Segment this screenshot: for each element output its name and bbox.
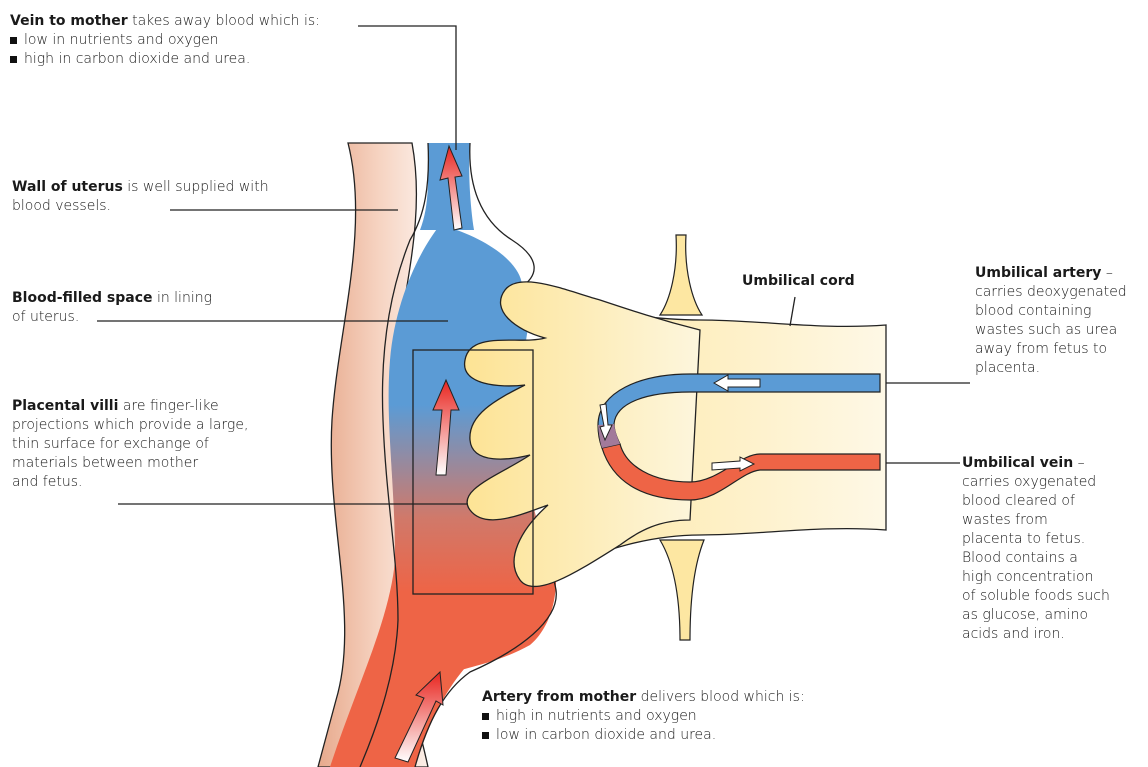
umbilical-artery-label: Umbilical artery – carries deoxygenated … [975, 264, 1127, 378]
umbilical-artery-line: placenta. [975, 359, 1127, 378]
placental-villi-text: are finger-like [118, 398, 218, 414]
umbilical-artery-text: – [1101, 265, 1112, 281]
umbilical-vein-line: of soluble foods such [962, 587, 1110, 606]
umbilical-vein-line: as glucose, amino [962, 606, 1110, 625]
umbilical-cord-label: Umbilical cord [742, 273, 855, 289]
wall-of-uterus-label: Wall of uterus is well supplied with blo… [12, 178, 269, 216]
placental-villi-line: and fetus. [12, 473, 248, 492]
blood-filled-space-text: in lining [153, 290, 212, 306]
wall-of-uterus-line2: blood vessels. [12, 197, 269, 216]
umbilical-artery-line: blood containing [975, 302, 1127, 321]
umbilical-vein-line: high concentration [962, 568, 1110, 587]
blood-filled-space-line2: of uterus. [12, 308, 212, 327]
umbilical-vein-line: placenta to fetus. [962, 530, 1110, 549]
umbilical-vein-line: acids and iron. [962, 625, 1110, 644]
umbilical-artery-line: away from fetus to [975, 340, 1127, 359]
umbilical-vein-title: Umbilical vein [962, 455, 1073, 471]
placental-villi-title: Placental villi [12, 398, 118, 414]
umbilical-artery-line: wastes such as urea [975, 321, 1127, 340]
umbilical-vein-label: Umbilical vein – carries oxygenated bloo… [962, 454, 1110, 644]
vein-to-mother-bullet: low in nutrients and oxygen [10, 31, 320, 50]
placental-villi-line: materials between mother [12, 454, 248, 473]
artery-from-mother-bullet: low in carbon dioxide and urea. [482, 726, 805, 745]
vein-to-mother-label: Vein to mother takes away blood which is… [10, 12, 320, 69]
wall-of-uterus-text: is well supplied with [123, 179, 269, 195]
artery-from-mother-label: Artery from mother delivers blood which … [482, 688, 805, 745]
umbilical-vein-line: Blood contains a [962, 549, 1110, 568]
wall-of-uterus-title: Wall of uterus [12, 179, 123, 195]
artery-from-mother-bullet: high in nutrients and oxygen [482, 707, 805, 726]
umbilical-vein-text: – [1073, 455, 1084, 471]
vein-to-mother-title: Vein to mother [10, 13, 128, 29]
placental-villi-label: Placental villi are finger-like projecti… [12, 397, 248, 492]
umbilical-vein-line: carries oxygenated [962, 473, 1110, 492]
umbilical-vein-line: wastes from [962, 511, 1110, 530]
blood-filled-space-label: Blood-filled space in lining of uterus. [12, 289, 212, 327]
umbilical-artery-title: Umbilical artery [975, 265, 1101, 281]
placental-villi-line: projections which provide a large, [12, 416, 248, 435]
blood-filled-space-title: Blood-filled space [12, 290, 153, 306]
vein-to-mother-text: takes away blood which is: [128, 13, 320, 29]
artery-from-mother-text: delivers blood which is: [636, 689, 805, 705]
artery-from-mother-title: Artery from mother [482, 689, 636, 705]
umbilical-vein-line: blood cleared of [962, 492, 1110, 511]
placental-villi-line: thin surface for exchange of [12, 435, 248, 454]
umbilical-artery-line: carries deoxygenated [975, 283, 1127, 302]
vein-to-mother-bullet: high in carbon dioxide and urea. [10, 50, 320, 69]
